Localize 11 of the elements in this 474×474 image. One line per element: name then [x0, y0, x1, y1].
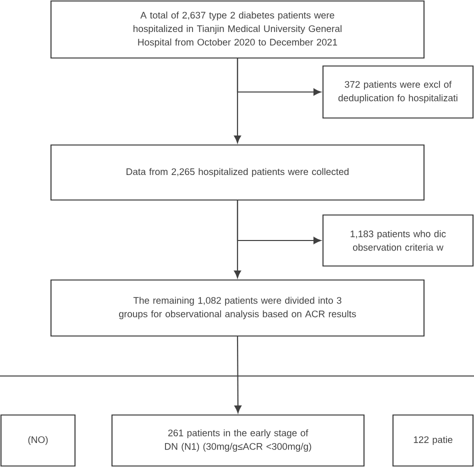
- process-box: The remaining 1,082 patients were divided into 3 groups for observational analysis based on ACR results: [50, 279, 425, 337]
- process-box: 261 patients in the early stage of DN (N1) (30mg/g≤ACR <300mg/g): [111, 414, 365, 467]
- process-box: 122 patie: [392, 414, 474, 467]
- arrow: [234, 336, 242, 414]
- arrow: [236, 200, 322, 244]
- arrow: [236, 58, 322, 96]
- process-box: 1,183 patients who dic observation criteria w: [322, 214, 474, 267]
- process-box: Data from 2,265 hospitalized patients were collected: [50, 144, 425, 201]
- process-box: A total of 2,637 type 2 diabetes patients were hospitalized in Tianjin Medical University General Hospital from October 2020 to December 2021: [50, 0, 425, 59]
- process-box: (NO): [0, 414, 76, 467]
- process-box: 372 patients were excl of deduplication fo hospitalizati: [322, 65, 474, 119]
